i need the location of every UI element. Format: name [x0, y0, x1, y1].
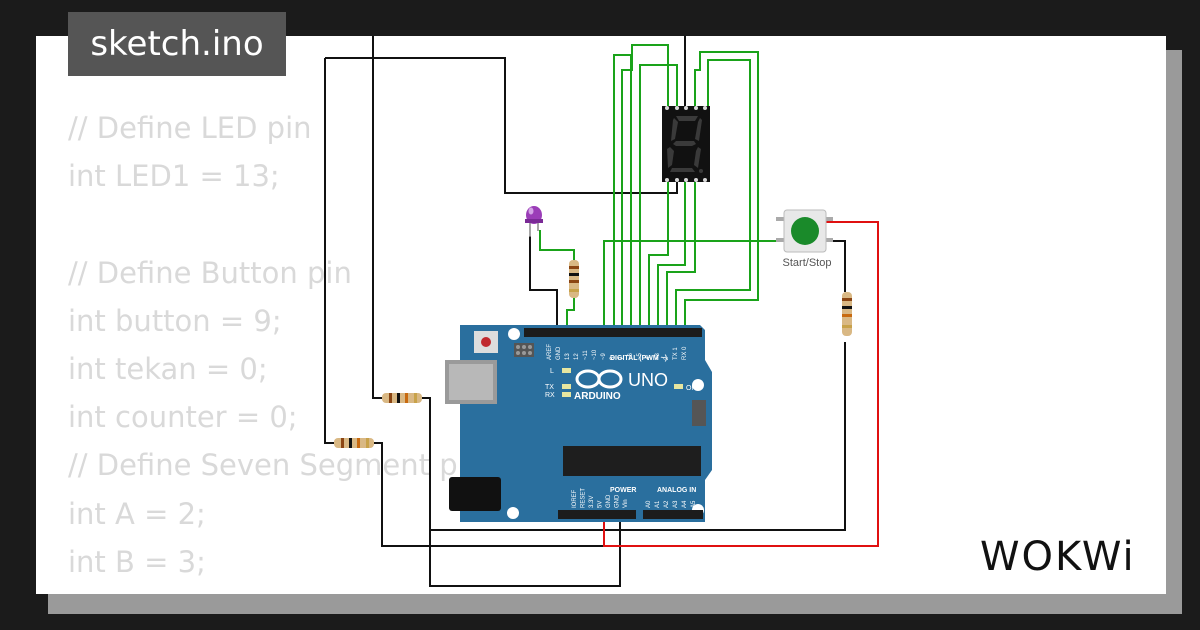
pin-label: GND — [556, 346, 562, 360]
pin-label: ~11 — [583, 350, 589, 360]
pin-label: A2 — [664, 500, 670, 508]
pin-label: 8 — [610, 356, 616, 360]
power-jack — [449, 477, 501, 511]
pin-label: A0 — [646, 500, 652, 508]
pin-label: GND — [615, 494, 621, 508]
pin-label: 2 — [664, 356, 670, 360]
resistor-led[interactable] — [569, 260, 579, 298]
pin-label: GND — [606, 494, 612, 508]
code-line: // Define LED pin — [68, 111, 312, 145]
pin-label: ~6 — [628, 352, 634, 360]
pin-label: 4 — [646, 356, 652, 360]
push-button[interactable]: Start/Stop — [776, 209, 833, 269]
pin-label: Vin — [623, 499, 629, 508]
pin-label: RESET — [581, 488, 587, 508]
atmega-chip — [563, 446, 701, 476]
digital-header[interactable] — [524, 328, 702, 337]
pin-label: A1 — [655, 500, 661, 508]
code-line: int A = 2; — [68, 496, 206, 531]
pin-label: IOREF — [572, 489, 578, 508]
on-label: ON — [686, 385, 697, 392]
pin-label: ~3 — [655, 352, 661, 360]
code-line: int counter = 0; — [68, 400, 298, 435]
pin-label: AREF — [547, 344, 553, 360]
code-line: int tekan = 0; — [68, 351, 268, 386]
seven-segment-display[interactable] — [662, 106, 710, 182]
analog-header[interactable] — [643, 510, 703, 519]
pin-label: A4 — [682, 500, 688, 508]
arduino-logo — [575, 369, 623, 389]
code-line: int B = 3; — [68, 544, 206, 579]
led[interactable] — [525, 206, 543, 237]
resistor-1[interactable] — [382, 393, 422, 403]
digital-label: DIGITAL (PWM ~) — [610, 355, 667, 362]
button-label: Start/Stop — [783, 257, 832, 269]
pin-label: 3.3V — [589, 496, 595, 508]
pin-label: 12 — [574, 353, 580, 360]
board-brand: ARDUINO — [574, 391, 621, 402]
power-header[interactable] — [558, 510, 636, 519]
pin-label: ~5 — [637, 352, 643, 360]
tx-label: TX — [545, 384, 554, 391]
pin-label: RX 0 — [682, 346, 688, 360]
code-line: int LED1 = 13; — [68, 159, 280, 194]
analog-label: ANALOG IN — [657, 487, 696, 494]
code-line: // Define Button pin — [68, 255, 352, 290]
l-label: L — [550, 368, 554, 375]
pin-label: A5 — [691, 500, 697, 508]
power-label: POWER — [610, 487, 636, 494]
code-line: int C = 4; — [68, 586, 484, 594]
board-model: UNO — [628, 370, 668, 390]
pin-label: 7 — [619, 356, 625, 360]
resistor-2[interactable] — [334, 438, 374, 448]
pin-label: TX 1 — [673, 347, 679, 360]
rx-label: RX — [545, 392, 555, 399]
code-preview: // Define LED pin int LED1 = 13; // Define… — [68, 104, 484, 594]
file-title-tag: sketch.ino — [68, 12, 286, 76]
logo-text: WOKWi — [980, 534, 1136, 580]
pin-label: A3 — [673, 500, 679, 508]
arduino-uno-board[interactable]: UNO ARDUINO DIGITAL (PWM ~) POWER ANALOG… — [445, 325, 712, 522]
green-wires — [539, 44, 786, 332]
pin-label: 5V — [598, 501, 604, 508]
wokwi-logo: WOKWi — [980, 534, 1136, 580]
red-wires — [603, 221, 879, 547]
pin-label: ~10 — [592, 349, 598, 360]
resistor-button[interactable] — [842, 292, 852, 336]
code-line: int button = 9; — [68, 303, 282, 338]
pin-label: ~9 — [601, 352, 607, 360]
pin-label: 13 — [565, 353, 571, 360]
